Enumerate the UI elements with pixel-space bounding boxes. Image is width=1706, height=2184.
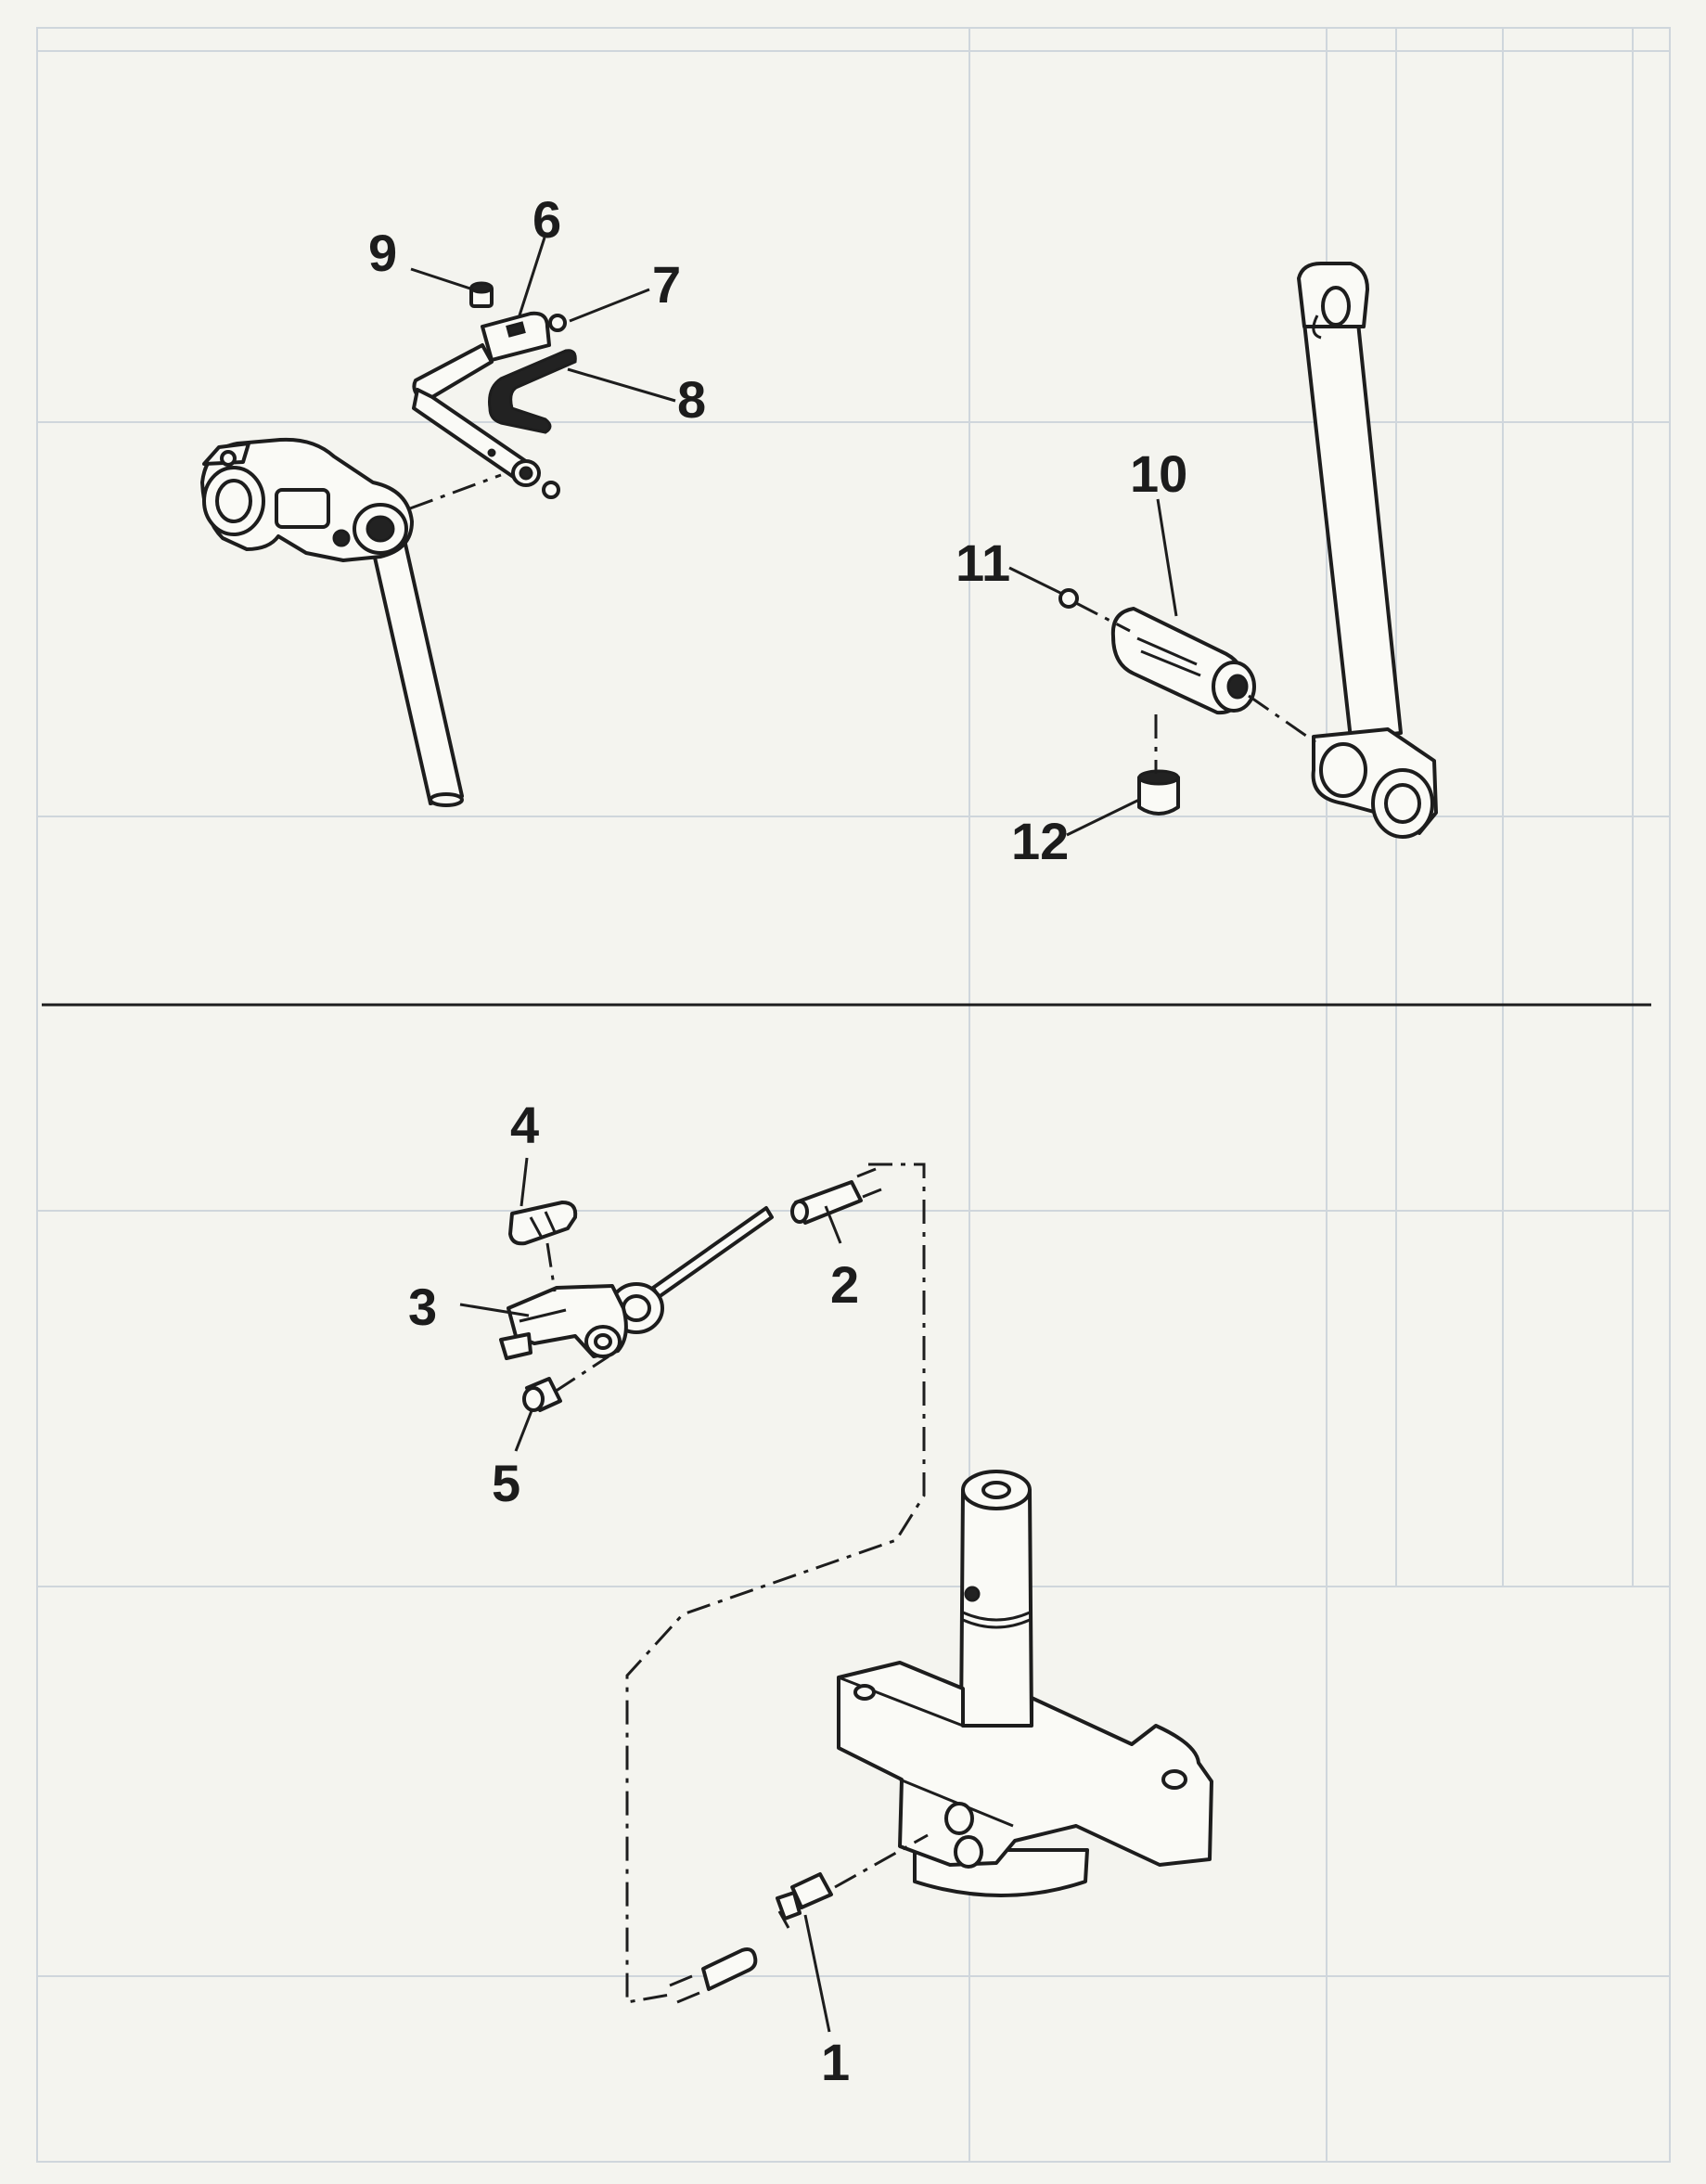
sleeve-part-2-lower: [669, 1947, 758, 2004]
crank-arm-assembly: [200, 437, 464, 807]
ball-part-7-lower: [542, 481, 560, 499]
screw-part-1: [776, 1872, 833, 1929]
screw-part-5: [522, 1377, 562, 1412]
part-label-3: 3: [408, 1278, 437, 1336]
part-label-6: 6: [532, 190, 561, 249]
bent-rod-part-6: [412, 311, 551, 487]
ball-part-11: [1058, 588, 1079, 609]
part-label-11: 11: [956, 533, 1010, 592]
part-label-4: 4: [510, 1096, 539, 1154]
part-label-12: 12: [1011, 812, 1069, 870]
eccentric-lever-assembly: [499, 1206, 774, 1360]
set-screw-part-9: [469, 281, 494, 308]
part-label-2: 2: [830, 1255, 859, 1314]
bushing-part-12: [1137, 769, 1180, 816]
leader-lines: [410, 237, 1178, 2033]
block-part-4: [508, 1201, 578, 1246]
part-label-9: 9: [368, 224, 397, 282]
part-number-labels: 9 6 7 8 10 11 12 4 3 2 5 1: [368, 190, 1187, 2091]
ball-part-7-upper: [548, 314, 567, 332]
spring-part-8: [488, 349, 577, 434]
sleeve-part-10: [1110, 607, 1256, 715]
part-label-5: 5: [492, 1454, 520, 1512]
part-label-8: 8: [677, 370, 706, 429]
sleeve-part-2: [790, 1167, 882, 1225]
part-label-7: 7: [652, 255, 681, 314]
bleed-through-table: [36, 27, 1671, 2163]
part-label-10: 10: [1130, 444, 1187, 503]
base-bracket-assembly: [837, 1470, 1213, 1897]
part-label-1: 1: [821, 2033, 850, 2091]
connecting-rod-assembly: [1297, 262, 1438, 839]
